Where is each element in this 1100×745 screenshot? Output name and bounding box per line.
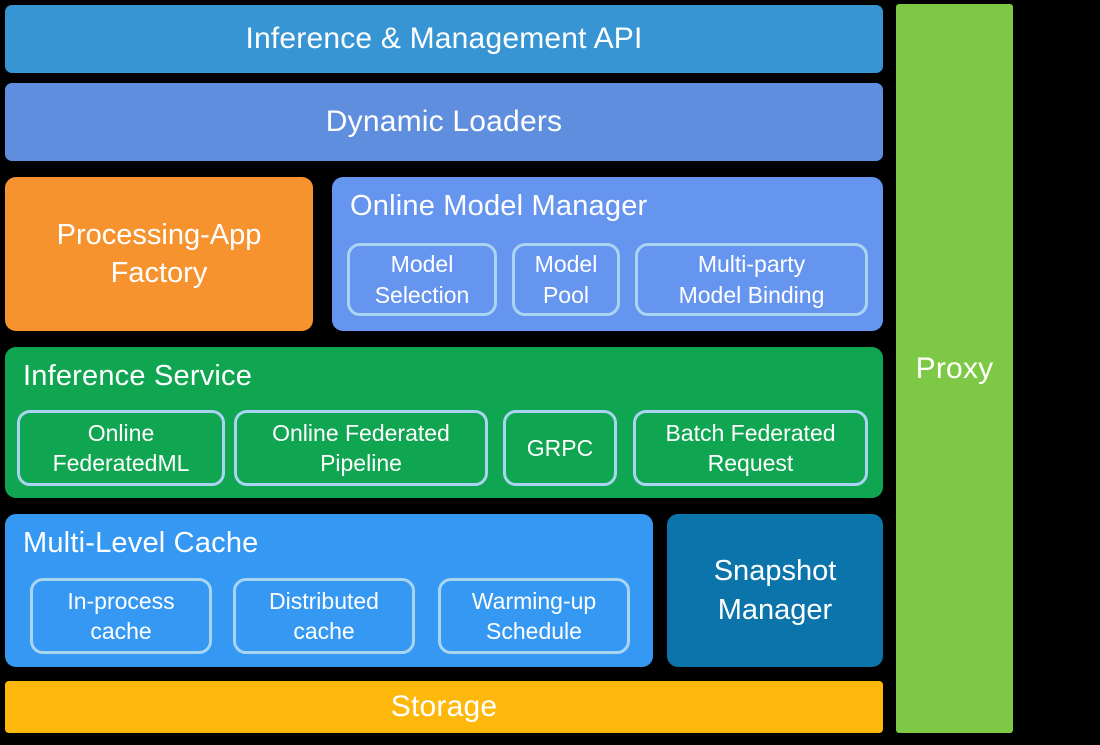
storage-label: Storage	[390, 690, 498, 723]
batch-federated-request-box: Batch Federated Request	[633, 410, 868, 486]
grpc-label: GRPC	[526, 434, 594, 461]
inference-service-box: Inference Service Online FederatedML Onl…	[5, 347, 883, 498]
distributed-cache-label: Distributed cache	[269, 587, 379, 644]
multi-party-model-binding-label: Multi-party Model Binding	[678, 251, 825, 308]
storage-bar: Storage	[5, 681, 883, 733]
multi-party-model-binding-box: Multi-party Model Binding	[635, 243, 868, 316]
multi-level-cache-title: Multi-Level Cache	[23, 527, 259, 559]
processing-app-factory-box: Processing-App Factory	[5, 177, 313, 331]
online-federatedml-label: Online FederatedML	[52, 419, 190, 476]
inference-service-title: Inference Service	[23, 360, 253, 392]
dynamic-loaders-bar: Dynamic Loaders	[5, 83, 883, 161]
inference-management-api-label: Inference & Management API	[245, 22, 643, 55]
online-model-manager-box: Online Model Manager Model Selection Mod…	[332, 177, 883, 331]
model-selection-label: Model Selection	[374, 251, 470, 308]
warming-up-schedule-label: Warming-up Schedule	[471, 587, 597, 644]
processing-app-factory-label: Processing-App Factory	[56, 218, 262, 289]
model-pool-box: Model Pool	[512, 243, 620, 316]
grpc-box: GRPC	[503, 410, 617, 486]
inference-management-api-bar: Inference & Management API	[5, 5, 883, 73]
online-model-manager-title: Online Model Manager	[350, 190, 648, 222]
proxy-bar: Proxy	[896, 4, 1013, 733]
snapshot-manager-box: Snapshot Manager	[667, 514, 883, 667]
distributed-cache-box: Distributed cache	[233, 578, 415, 654]
model-selection-box: Model Selection	[347, 243, 497, 316]
multi-level-cache-box: Multi-Level Cache In-process cache Distr…	[5, 514, 653, 667]
in-process-cache-label: In-process cache	[67, 587, 175, 644]
proxy-label: Proxy	[915, 351, 994, 385]
model-pool-label: Model Pool	[534, 251, 598, 308]
batch-federated-request-label: Batch Federated Request	[665, 419, 836, 476]
online-federatedml-box: Online FederatedML	[17, 410, 225, 486]
snapshot-manager-label: Snapshot Manager	[713, 555, 837, 626]
in-process-cache-box: In-process cache	[30, 578, 212, 654]
online-federated-pipeline-box: Online Federated Pipeline	[234, 410, 488, 486]
dynamic-loaders-label: Dynamic Loaders	[325, 105, 563, 138]
warming-up-schedule-box: Warming-up Schedule	[438, 578, 630, 654]
online-federated-pipeline-label: Online Federated Pipeline	[272, 419, 450, 476]
